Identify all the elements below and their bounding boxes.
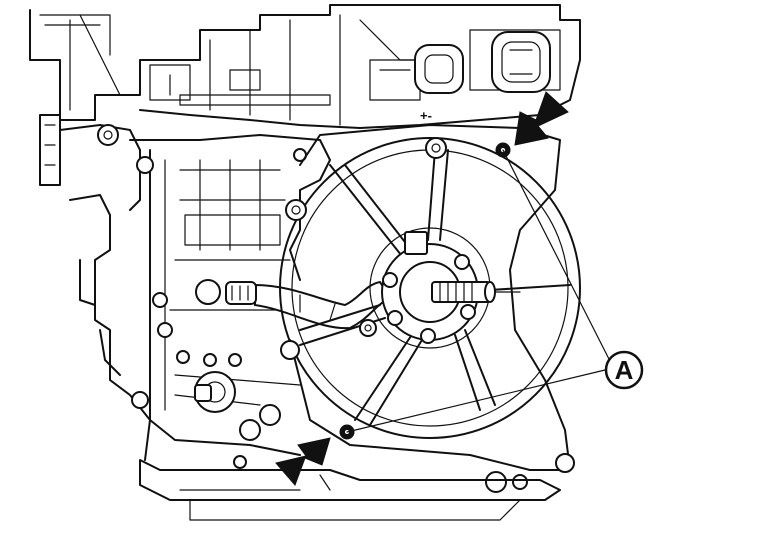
electrical-connector-left xyxy=(414,44,464,94)
output-shaft xyxy=(431,281,491,303)
sensor xyxy=(194,371,281,441)
bolt-head xyxy=(97,124,119,146)
coolant-hose xyxy=(195,279,392,330)
lower-pan xyxy=(139,459,561,521)
electrical-connector-right xyxy=(491,31,551,93)
polarity-marking: +- xyxy=(420,108,432,123)
mount-hole xyxy=(425,137,447,159)
drive-hub xyxy=(359,231,521,344)
callout-label: A xyxy=(615,355,634,385)
leader-line-upper xyxy=(502,149,613,366)
hose-port xyxy=(195,279,221,305)
left-bracket xyxy=(39,114,151,461)
engine-block xyxy=(129,134,331,456)
callout-a: A xyxy=(604,350,644,390)
arrow-lower xyxy=(275,437,331,486)
upper-housing xyxy=(29,4,581,129)
arrow-upper xyxy=(514,91,569,146)
leader-line-lower xyxy=(346,369,606,433)
